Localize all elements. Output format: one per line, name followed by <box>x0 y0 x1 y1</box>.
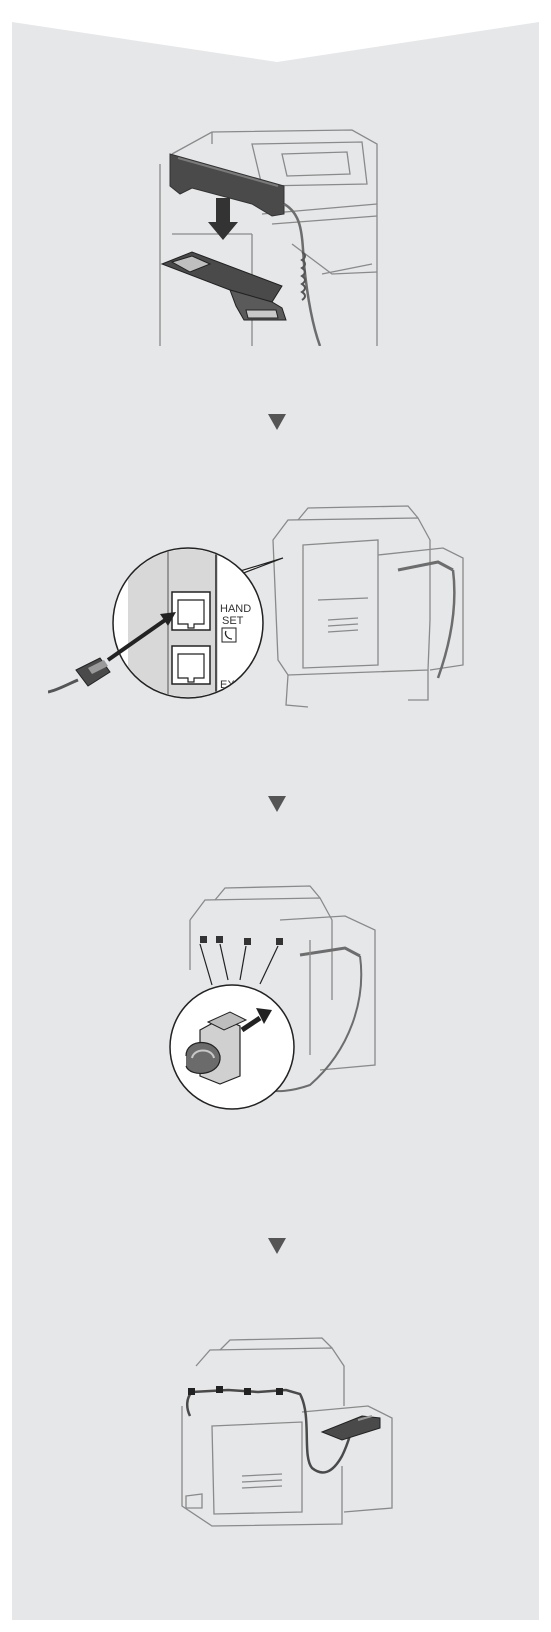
step-arrow-3 <box>268 1238 286 1254</box>
step-arrow-2 <box>268 796 286 812</box>
printer-rear-view <box>273 506 463 707</box>
step-arrow-1 <box>268 414 286 430</box>
step-4-illustration <box>172 1336 402 1532</box>
step-1-illustration <box>152 124 392 346</box>
modular-plug-icon <box>48 658 110 692</box>
step-2-illustration: HAND SET EX <box>48 500 472 720</box>
jack-callout: HAND SET EX <box>108 540 283 720</box>
instruction-panel: HAND SET EX <box>12 0 539 1620</box>
clamp-location-markers <box>200 936 283 985</box>
clamp-callout <box>170 985 294 1109</box>
jack-label-line1: HAND <box>220 603 251 615</box>
jack-label-line2: SET <box>222 615 244 627</box>
routed-cable-icon <box>187 1386 380 1472</box>
step-3-illustration <box>160 880 396 1110</box>
handset-jack-icon <box>172 592 210 630</box>
handset-holder-icon <box>162 252 286 320</box>
